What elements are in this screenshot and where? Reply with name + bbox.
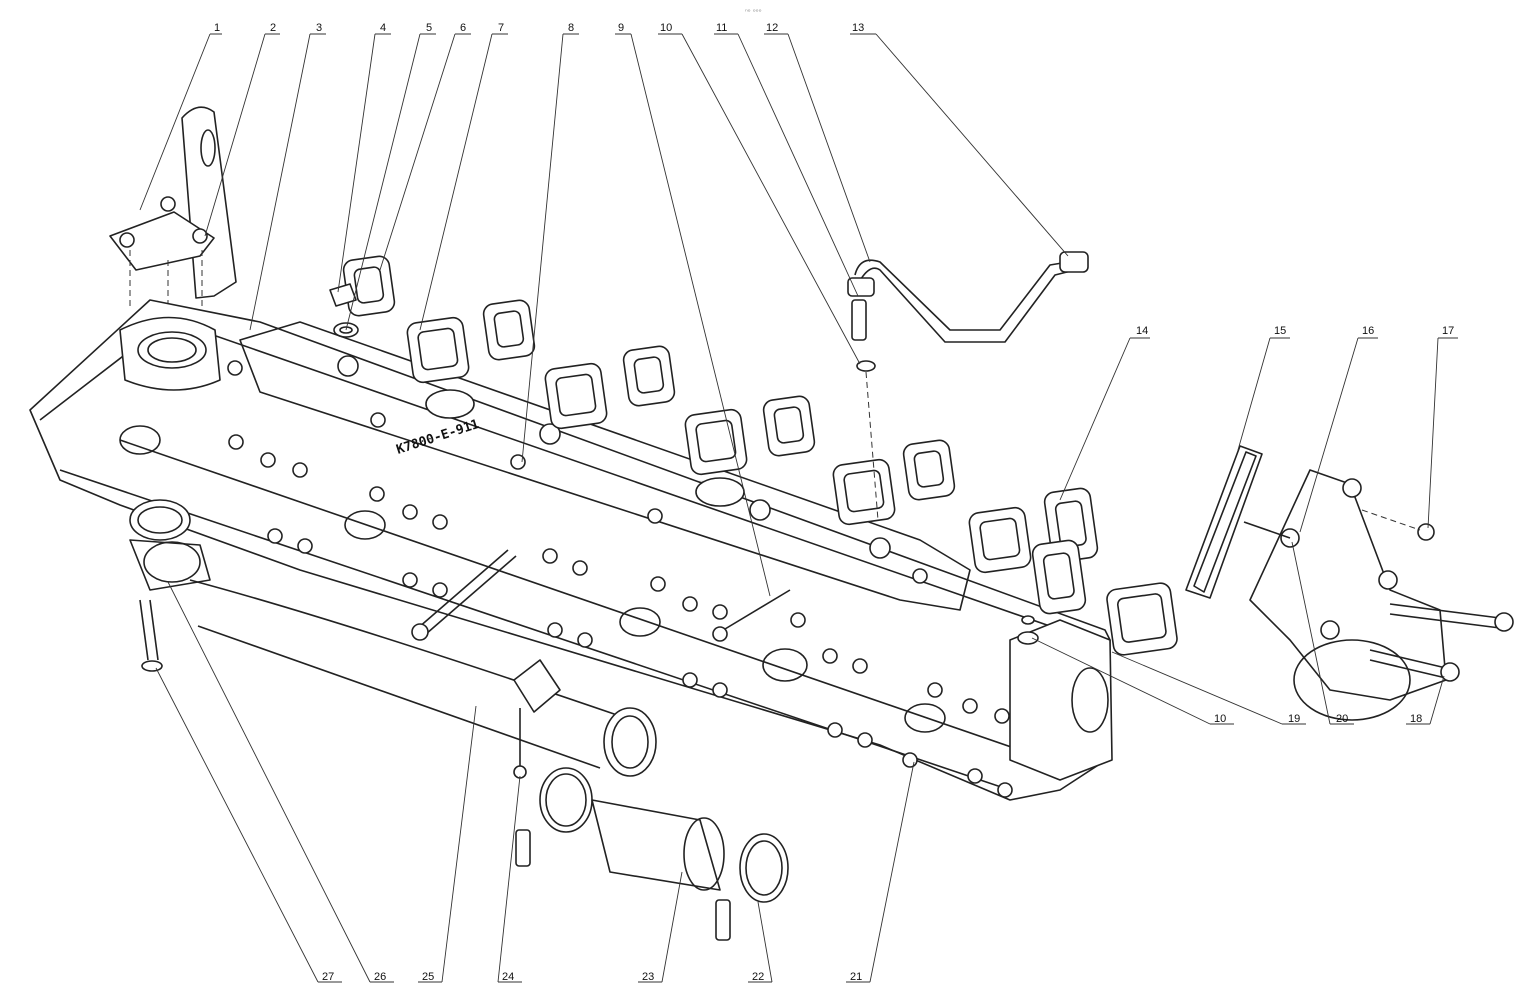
port-gaskets [342,255,1178,656]
callout-1: 1 [214,22,220,34]
callout-8: 8 [568,22,574,34]
downpipe-assembly [129,499,1039,941]
callout-3: 3 [316,22,322,34]
callout-7: 7 [498,22,504,34]
sensor-tube [847,251,1089,521]
callout-26: 26 [374,971,386,983]
callout-19: 19 [1288,713,1300,725]
lifting-bracket [109,106,237,320]
callout-5: 5 [426,22,432,34]
exhaust-manifold-body: K7800-E-911 [29,299,1113,801]
callout-22: 22 [752,971,764,983]
callout-25: 25 [422,971,434,983]
callout-14: 14 [1136,325,1148,337]
callout-20: 20 [1336,713,1348,725]
callout-27: 27 [322,971,334,983]
leader-lines [139,33,1458,983]
callout-13: 13 [852,22,864,34]
callout-23: 23 [642,971,654,983]
callout-15: 15 [1274,325,1286,337]
callout-6: 6 [460,22,466,34]
callout-11: 11 [716,22,727,34]
callout-21: 21 [850,971,862,983]
callout-4: 4 [380,22,386,34]
callout-9: 9 [618,22,624,34]
callout-16: 16 [1362,325,1374,337]
callout-18: 18 [1410,713,1422,725]
callout-10: 10 [660,22,672,34]
callout-2: 2 [270,22,276,34]
top-note: ⁿᵒ ᵒᵒᵒ [745,8,762,16]
callout-17: 17 [1442,325,1454,337]
callout-10-lower: 10 [1214,713,1226,725]
callout-numbers: 1 2 3 4 5 6 7 8 9 10 11 12 13 14 15 16 1… [214,22,1454,983]
rear-outlet-assembly [1185,445,1514,721]
callout-24: 24 [502,971,514,983]
callout-12: 12 [766,22,778,34]
drain-plug [329,283,359,338]
